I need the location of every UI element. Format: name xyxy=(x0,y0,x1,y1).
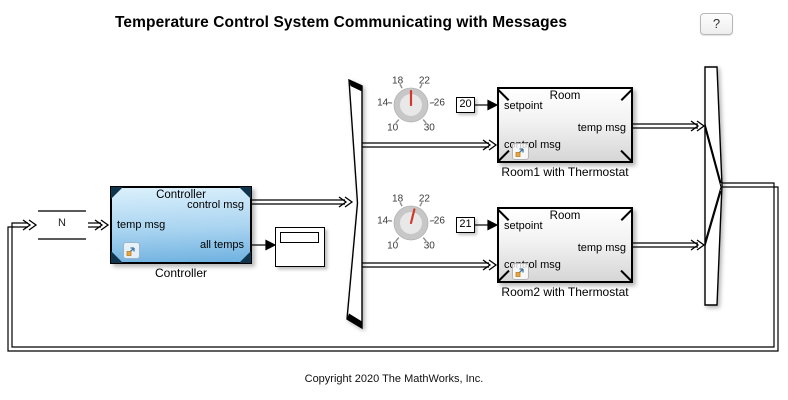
corner-mark xyxy=(497,269,510,282)
knob-tick-label: 10 xyxy=(387,240,399,251)
subsystem-badge-icon xyxy=(512,263,529,280)
merge-bar-diagonals xyxy=(704,123,722,247)
knob-tick-label: 30 xyxy=(424,122,436,133)
queue-top-line xyxy=(38,210,86,212)
room2-port-temp-msg: temp msg xyxy=(577,242,626,254)
knob-tick xyxy=(422,237,427,242)
constant-block-setpoint2[interactable]: 21 xyxy=(456,217,475,233)
room1-inner-title: Room xyxy=(549,90,581,102)
corner-mark xyxy=(111,187,123,199)
constant-block-setpoint1[interactable]: 20 xyxy=(456,97,475,113)
knob-tick-label: 14 xyxy=(377,98,389,109)
knob-tick-label: 18 xyxy=(392,193,404,204)
knob-needle xyxy=(409,208,416,225)
signal-lines xyxy=(252,99,499,251)
knob-tick-label: 26 xyxy=(434,98,446,109)
copyright-text: Copyright 2020 The MathWorks, Inc. xyxy=(304,373,484,385)
room1-port-temp-msg: temp msg xyxy=(577,122,626,134)
knob-tick-label: 10 xyxy=(387,122,399,133)
knob-tick xyxy=(422,119,427,124)
queue-label: N xyxy=(58,217,66,229)
display-value-window xyxy=(280,232,319,243)
knob-room2-temperature[interactable]: 10 14 18 22 26 30 xyxy=(377,193,445,251)
message-router-merge-bar[interactable] xyxy=(704,66,723,306)
controller-port-all-temps: all temps xyxy=(199,239,244,251)
corner-mark xyxy=(111,251,123,263)
controller-subsystem-block[interactable]: Controller control msg temp msg all temp… xyxy=(110,186,252,264)
knob-tick xyxy=(419,201,423,207)
queue-bottom-line xyxy=(38,238,86,240)
room1-subsystem-block[interactable]: Room setpoint temp msg control msg xyxy=(497,87,633,163)
knob-tick-label: 30 xyxy=(424,240,436,251)
knob-tick xyxy=(395,119,400,124)
knob-tick xyxy=(395,237,400,242)
controller-inner-title: Controller xyxy=(156,189,206,201)
knob-tick xyxy=(419,83,423,89)
corner-mark xyxy=(239,187,251,199)
room2-port-setpoint: setpoint xyxy=(504,220,543,232)
controller-block-label: Controller xyxy=(154,266,208,280)
knob-tick-label: 14 xyxy=(377,216,389,227)
corner-mark xyxy=(620,269,633,282)
controller-port-temp-msg: temp msg xyxy=(117,219,166,231)
display-block[interactable] xyxy=(275,227,325,267)
split-bar-top-cap xyxy=(349,80,362,92)
knob-room1-temperature[interactable]: 10 14 18 22 26 30 xyxy=(377,75,445,133)
corner-mark xyxy=(497,149,510,162)
queue-block[interactable]: N xyxy=(38,208,86,242)
knob-tick-label: 26 xyxy=(434,216,446,227)
knob-tick xyxy=(399,83,403,89)
corner-mark xyxy=(620,149,633,162)
room2-block-label: Room2 with Thermostat xyxy=(501,285,629,299)
page-title: Temperature Control System Communicating… xyxy=(115,14,568,31)
controller-port-control-msg: control msg xyxy=(187,199,244,211)
split-bar-bottom-cap xyxy=(347,313,362,328)
room1-port-setpoint: setpoint xyxy=(504,100,543,112)
knob-tick-label: 18 xyxy=(392,75,404,86)
room2-inner-title: Room xyxy=(549,210,581,222)
knob-tick-label: 22 xyxy=(419,75,431,86)
subsystem-badge-icon xyxy=(512,143,529,160)
knob-tick xyxy=(399,201,403,207)
subsystem-badge-icon xyxy=(123,242,140,259)
message-arrowheads xyxy=(22,120,706,271)
corner-mark xyxy=(239,251,251,263)
room2-subsystem-block[interactable]: Room setpoint temp msg control msg xyxy=(497,207,633,283)
room1-block-label: Room1 with Thermostat xyxy=(501,165,629,179)
help-button[interactable]: ? xyxy=(700,13,733,35)
knob-tick-label: 22 xyxy=(419,193,431,204)
